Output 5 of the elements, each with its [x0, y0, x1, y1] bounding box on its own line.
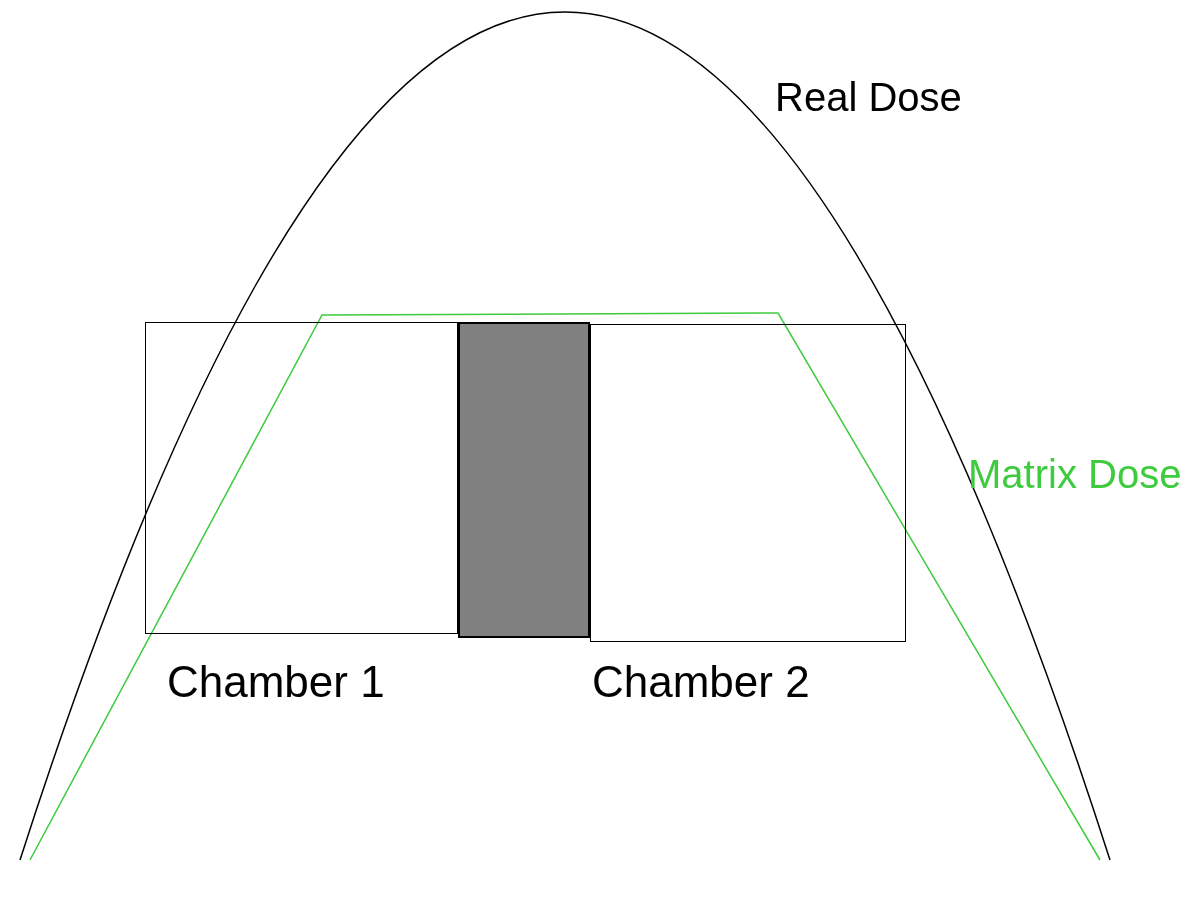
curve-label: Real Dose [775, 75, 962, 120]
divider-block [458, 322, 590, 638]
chamber-label: Chamber 1 [167, 657, 385, 707]
chamber-label: Chamber 2 [592, 657, 810, 707]
curve-label: Matrix Dose [968, 452, 1182, 497]
